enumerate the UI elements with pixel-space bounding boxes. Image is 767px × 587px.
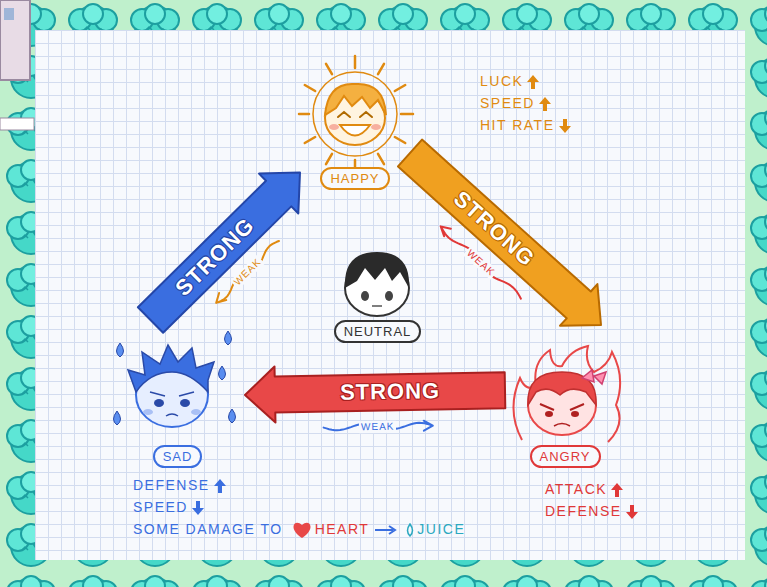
stat-line: ATTACK [545,478,640,500]
arrow-shape [138,173,300,333]
stat-label: SOME DAMAGE TO [133,521,283,537]
stat-line: DEFENSE [133,474,465,496]
strong-arrow [245,367,505,423]
drop-icon [405,523,415,537]
emotion-node: ANGRY [505,325,625,470]
down-arrow-icon [559,119,571,133]
stat-line: LUCK [480,70,573,92]
stat-label: SPEED [133,499,188,515]
heart-icon [291,521,313,539]
up-arrow-icon [611,483,623,497]
strong-arrow [138,173,300,333]
down-arrow-icon [626,505,638,519]
stat-line: SPEED [133,496,465,518]
stat-line: SOME DAMAGE TO HEART JUICE [133,518,465,540]
right-arrow-icon [375,525,399,535]
weak-label: WEAK [463,246,499,280]
emotion-label: HAPPY [320,167,389,190]
sad-stats: DEFENSE SPEED SOME DAMAGE TO HEART JUICE [133,474,465,540]
stat-label: SPEED [480,95,535,111]
stat-label: DEFENSE [133,477,210,493]
stat-label: DEFENSE [545,503,622,519]
up-arrow-icon [539,97,551,111]
arrow-shape [398,140,601,326]
down-arrow-icon [192,501,204,515]
up-arrow-icon [214,479,226,493]
emotion-node: SAD [110,320,245,470]
weak-label: WEAK [230,255,265,290]
stat-line: HIT RATE [480,114,573,136]
up-arrow-icon [527,75,539,89]
stat-label: HEART [315,521,370,537]
stat-label: LUCK [480,73,523,89]
emotion-node: NEUTRAL [330,245,425,345]
emotion-node: HAPPY [300,62,410,192]
strong-label: STRONG [449,187,539,272]
stat-line: SPEED [480,92,573,114]
strong-arrow [398,140,601,326]
emotion-label: ANGRY [530,445,601,468]
arrow-shape [245,367,505,423]
emotion-label: SAD [153,445,203,468]
stat-label: ATTACK [545,481,607,497]
strong-label: STRONG [340,379,441,405]
angry-stats: ATTACK DEFENSE [545,478,640,522]
stat-line: DEFENSE [545,500,640,522]
happy-stats: LUCK SPEED HIT RATE [480,70,573,136]
emotion-label: NEUTRAL [334,320,422,343]
weak-label: WEAK [359,420,397,433]
strong-label: STRONG [170,213,258,300]
stat-label: HIT RATE [480,117,555,133]
stat-label: JUICE [417,521,465,537]
